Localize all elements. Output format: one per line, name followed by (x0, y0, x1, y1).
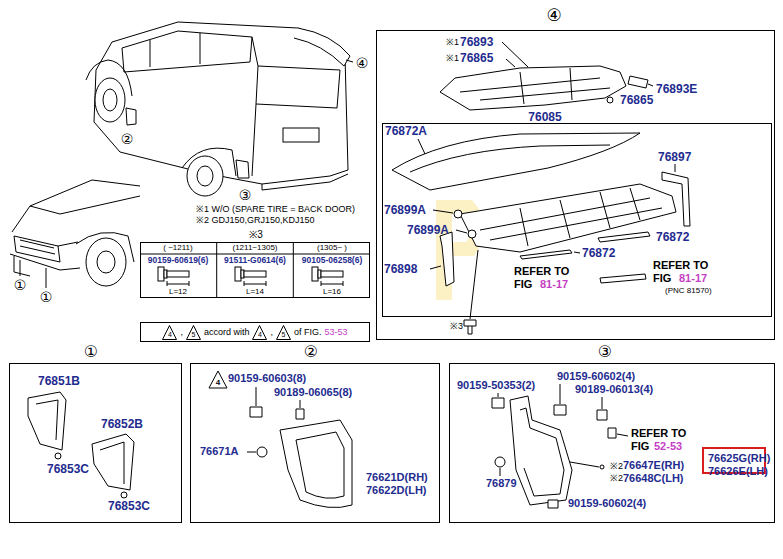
part-number: 76899A (384, 204, 426, 216)
figure-link: 81-17 (679, 273, 707, 284)
part-number: 76852B (101, 418, 143, 430)
mudflap-rear (492, 384, 628, 508)
table-cell: (1305~ ) (317, 244, 347, 252)
figure-link: 81-17 (540, 279, 568, 290)
footnote-mark: ※2 (610, 474, 623, 483)
part-number: 76898 (384, 263, 417, 275)
group-panel: ① (9, 363, 182, 523)
highlight-box: 76625G(RH) 76626E(LH) (702, 447, 766, 474)
part-number: 76647E(RH) (623, 460, 684, 471)
group-panel: 76085④ (376, 30, 775, 340)
table-cell: (1211~1305) (233, 244, 278, 252)
part-number: 76853C (108, 500, 150, 512)
callout-number: ③ (239, 188, 252, 202)
pnc-note: (PNC 81570) (665, 287, 712, 295)
part-number: 76851B (38, 375, 80, 387)
note-text: , (270, 327, 273, 337)
bolt-icon (158, 267, 189, 286)
part-number: 90189-06065(8) (274, 387, 352, 398)
callout-number: ④ (546, 7, 561, 24)
reference-text: FIG (514, 279, 532, 290)
triangle-number: 4 (162, 325, 177, 340)
spoiler-parts (392, 42, 690, 334)
part-number: 90159-60603(8) (228, 373, 306, 384)
part-number: 76622D(LH) (366, 485, 427, 496)
bolt-icon (235, 267, 266, 286)
dimension: L=14 (246, 288, 264, 296)
part-number: 90189-06013(4) (575, 384, 653, 395)
dimension: L=16 (323, 288, 341, 296)
part-number: 90159-50353(2) (457, 380, 535, 391)
callout-number: ③ (598, 344, 612, 360)
part-number: 90159-60619(6) (148, 256, 209, 265)
reference-text: FIG (631, 441, 649, 452)
part-number: 90159-60602(4) (557, 371, 635, 382)
part-number: 76893E (656, 83, 697, 95)
part-number: 76865 (620, 94, 653, 106)
vehicle-front (10, 180, 140, 288)
triangle-number: 5 (276, 325, 291, 340)
part-number: 90105-06258(6) (302, 256, 363, 265)
reference-text: REFER TO (631, 428, 686, 439)
note-text: ※1 W/O (SPARE TIRE = BACK DOOR) (196, 205, 355, 214)
footnote-mark: ※3 (249, 230, 263, 240)
assembly-box: 76085 (382, 123, 772, 317)
figure-link: 53-53 (325, 327, 348, 337)
reference-text: REFER TO (653, 260, 708, 271)
part-number: 76879 (486, 478, 517, 489)
note-text: accord with (204, 327, 250, 337)
part-number: 76621D(RH) (366, 472, 428, 483)
table-cell: ( ~1211) (163, 244, 192, 252)
bolt-icon (312, 267, 343, 286)
note-text: of FIG. (294, 327, 322, 337)
part-number: 76671A (200, 446, 239, 457)
part-number: 76648C(LH) (623, 473, 684, 484)
callout-number: ② (121, 132, 134, 146)
table-grid (140, 242, 370, 298)
triangle-number: 4 (216, 379, 220, 387)
note-text: ※2 GDJ150,GRJ150,KDJ150 (196, 216, 315, 225)
footnote-mark: ※2 (610, 462, 623, 471)
part-number: 76899A (407, 224, 449, 236)
part-number: 76897 (658, 151, 691, 163)
figure-link: 52-53 (654, 441, 682, 452)
footnote-mark: ※3 (450, 322, 463, 331)
part-number: 76625G(RH) 76626E(LH) (708, 452, 770, 478)
triangle-number: 4 (252, 325, 267, 340)
footnote-mark: ※1 (446, 38, 459, 47)
note-box: 4,5accord with4,5of FIG.53-53 (140, 322, 370, 342)
mudflap-side (209, 371, 352, 508)
part-number: 76893 (460, 36, 493, 48)
part-number: 76872 (656, 231, 689, 243)
triangle-number: 5 (186, 325, 201, 340)
callout-number: ① (14, 278, 27, 292)
part-number: 76085 (528, 111, 561, 123)
reference-text: FIG (653, 273, 671, 284)
mudguard-front (28, 392, 134, 498)
callout-number: ① (84, 344, 98, 360)
callout-number: ① (40, 290, 53, 304)
callout-number: ② (304, 344, 318, 360)
part-number: 91511-G0614(6) (224, 256, 286, 265)
part-number: 76865 (460, 52, 493, 64)
part-number: 76872 (582, 247, 615, 259)
vehicle-rear (86, 22, 353, 196)
dimension: L=12 (169, 288, 187, 296)
note-text: , (180, 327, 183, 337)
part-number: 76872A (385, 125, 427, 137)
footnote-mark: ※1 (446, 54, 459, 63)
part-number: 76853C (47, 463, 89, 475)
callout-number: ④ (356, 56, 369, 70)
reference-text: REFER TO (514, 266, 569, 277)
part-number: 90159-60602(4) (568, 498, 646, 509)
